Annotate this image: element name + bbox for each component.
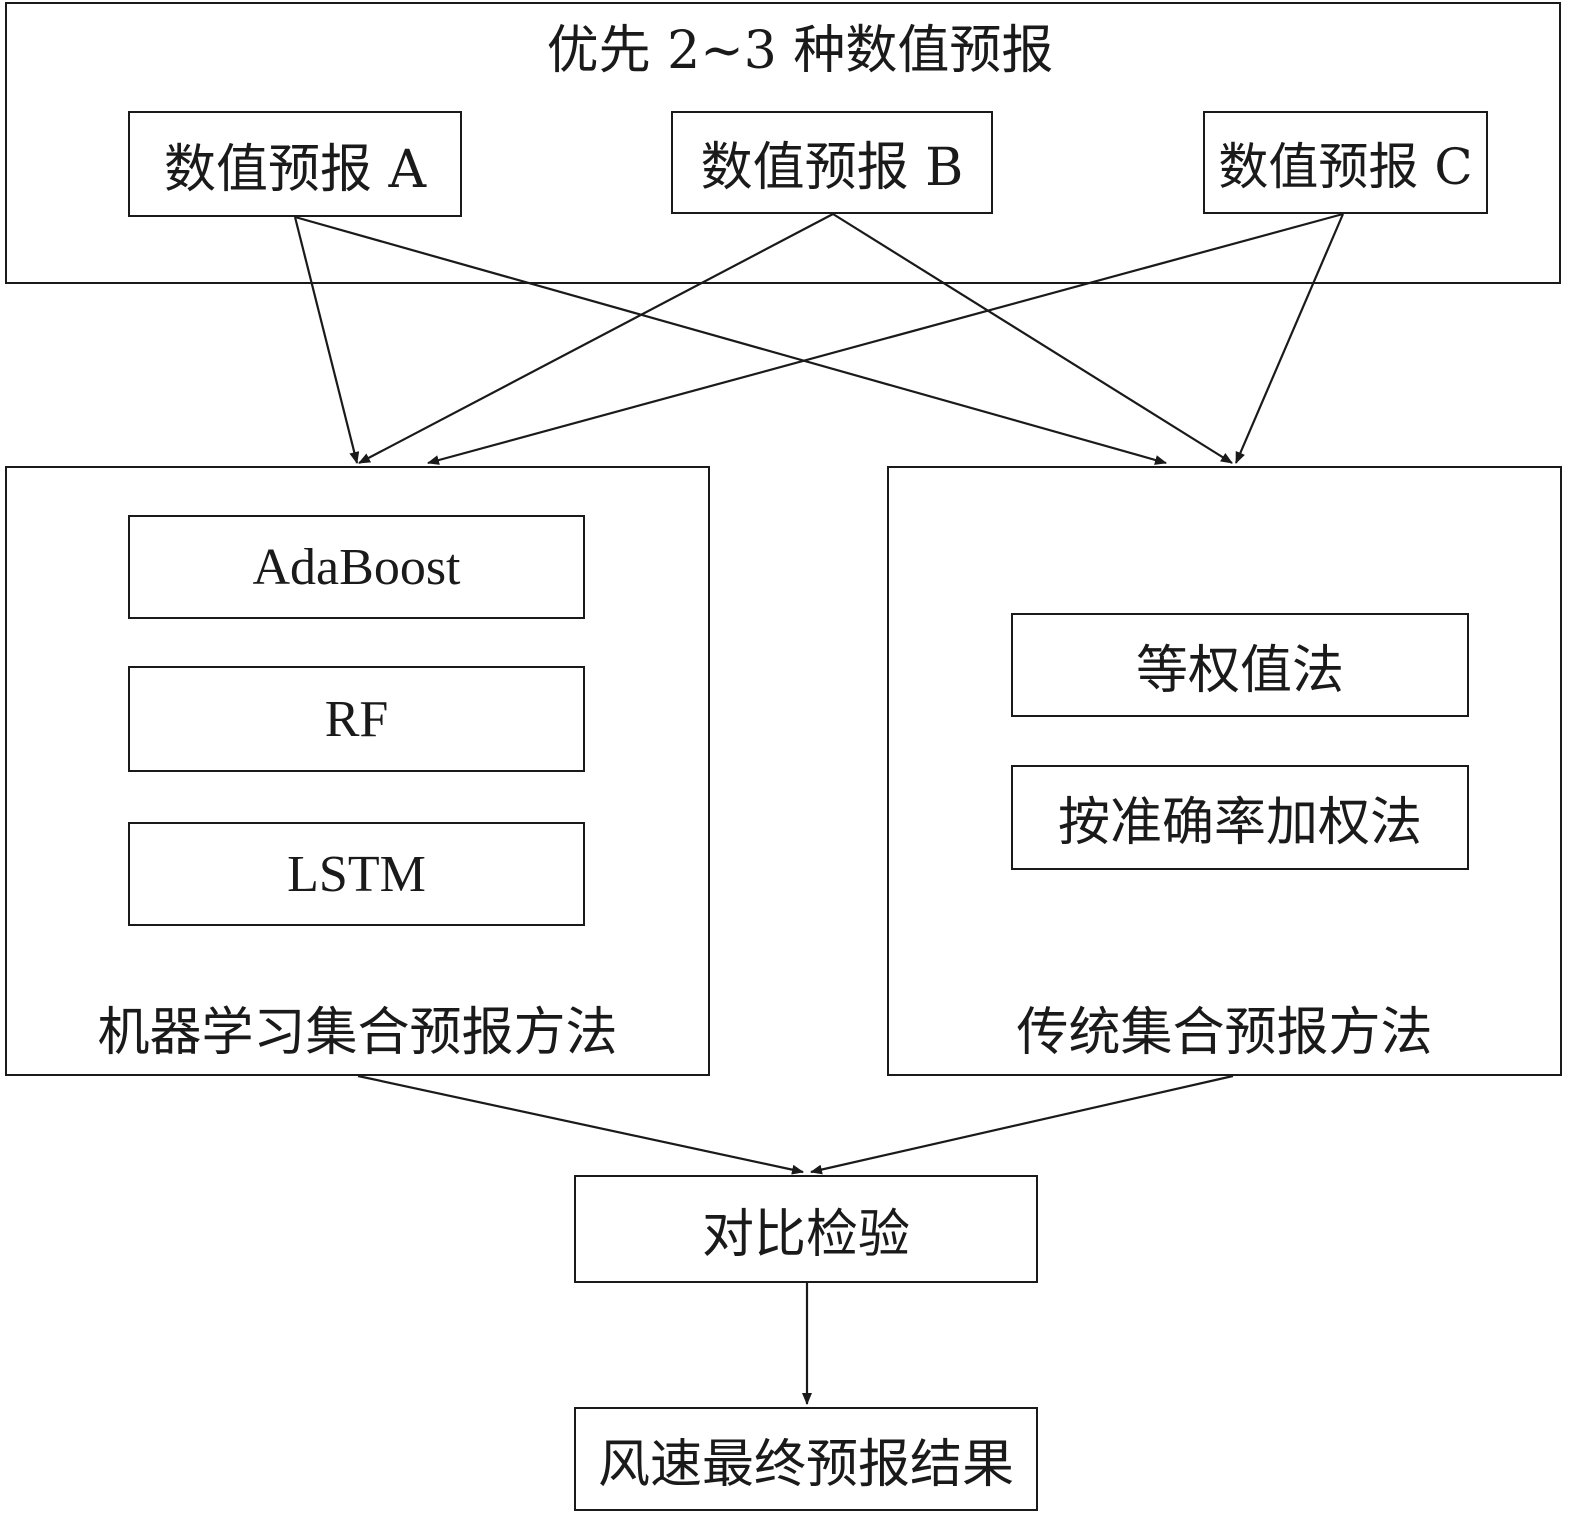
lstm-box: LSTM bbox=[128, 822, 585, 926]
numerical-forecast-group-title: 优先 2~3 种数值预报 bbox=[546, 21, 1054, 81]
numerical-forecast-a-label: 数值预报 A bbox=[163, 139, 427, 200]
arrow-b-to-ml bbox=[358, 213, 834, 464]
adaboost-label: AdaBoost bbox=[252, 538, 461, 596]
arrow-c-to-traditional bbox=[1234, 213, 1345, 464]
comparison-check-box: 对比检验 bbox=[574, 1175, 1038, 1283]
equal-weight-box: 等权值法 bbox=[1011, 613, 1469, 717]
numerical-forecast-a-box: 数值预报 A bbox=[128, 111, 462, 217]
numerical-forecast-b-label: 数值预报 B bbox=[700, 138, 964, 198]
numerical-forecast-b-box: 数值预报 B bbox=[671, 111, 993, 214]
comparison-check-label: 对比检验 bbox=[701, 1204, 910, 1265]
final-result-label: 风速最终预报结果 bbox=[597, 1434, 1014, 1495]
arrow-traditional-to-comparison bbox=[810, 1074, 1234, 1175]
arrow-a-to-ml bbox=[293, 216, 360, 464]
final-result-box: 风速最终预报结果 bbox=[574, 1407, 1038, 1511]
ml-ensemble-group-title: 机器学习集合预报方法 bbox=[97, 1003, 618, 1063]
adaboost-box: AdaBoost bbox=[128, 515, 585, 619]
arrow-a-to-traditional bbox=[294, 215, 1167, 465]
rf-box: RF bbox=[128, 666, 585, 772]
accuracy-weight-box: 按准确率加权法 bbox=[1011, 765, 1469, 870]
traditional-ensemble-group bbox=[887, 466, 1562, 1076]
equal-weight-label: 等权值法 bbox=[1135, 640, 1344, 701]
arrow-ml-to-comparison bbox=[357, 1074, 804, 1175]
lstm-label: LSTM bbox=[287, 845, 426, 903]
arrow-c-to-ml bbox=[427, 212, 1344, 465]
numerical-forecast-c-box: 数值预报 C bbox=[1203, 111, 1488, 214]
numerical-forecast-group bbox=[5, 2, 1561, 284]
traditional-ensemble-group-title: 传统集合预报方法 bbox=[1016, 1003, 1433, 1063]
accuracy-weight-label: 按准确率加权法 bbox=[1057, 793, 1422, 853]
arrow-b-to-traditional bbox=[832, 213, 1233, 464]
ml-ensemble-group bbox=[5, 466, 710, 1076]
rf-label: RF bbox=[324, 690, 389, 748]
numerical-forecast-c-label: 数值预报 C bbox=[1218, 137, 1473, 196]
